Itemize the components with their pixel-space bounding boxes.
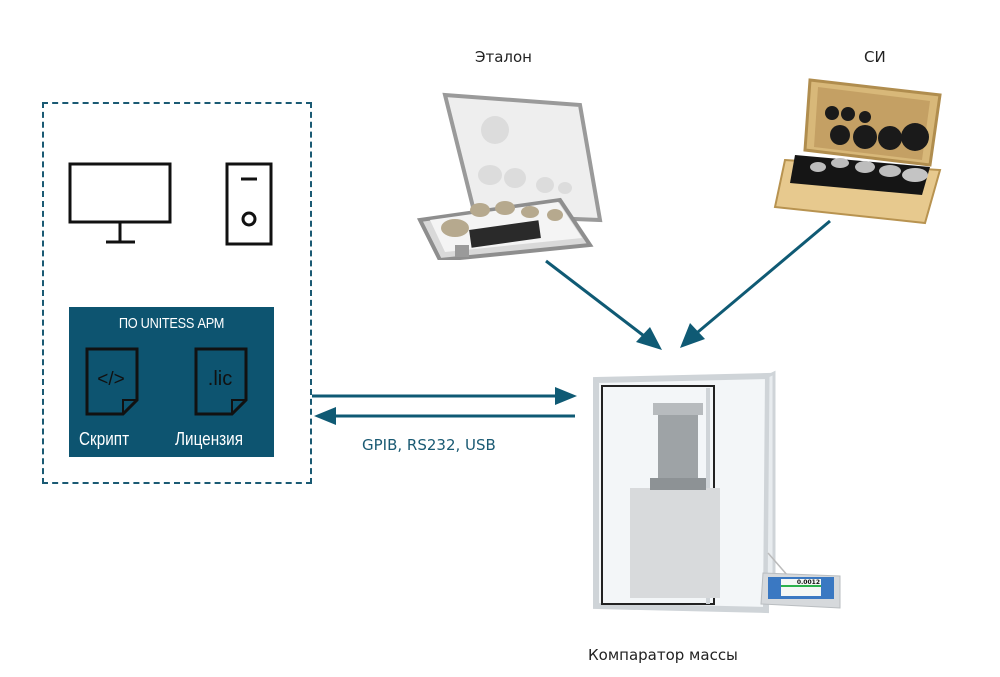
- sample-arrows: [545, 219, 831, 350]
- mass-comparator-image: 0.0012: [593, 370, 841, 614]
- dut-label: СИ: [864, 48, 886, 66]
- workstation-group: [42, 102, 312, 484]
- code-glyph: </>: [97, 369, 124, 390]
- monitor-icon: [68, 162, 172, 244]
- comparator-display-value: 0.0012: [797, 579, 820, 586]
- arrow-dut-to-comparator: [691, 219, 831, 339]
- comparator-label: Компаратор массы: [588, 646, 738, 664]
- software-panel: ПО UNITESS АРМ </> .lic Скрипт Лицензия: [69, 307, 274, 457]
- dut-weights-image: [773, 78, 942, 225]
- license-file-icon: .lic: [194, 347, 248, 416]
- script-label: Скрипт: [79, 429, 130, 449]
- arrowhead-icon: [636, 327, 662, 350]
- license-label: Лицензия: [175, 429, 243, 449]
- connection-label: GPIB, RS232, USB: [362, 436, 496, 454]
- reference-weights-image: [416, 92, 603, 260]
- code-file-icon: </>: [85, 347, 139, 416]
- reference-label: Эталон: [475, 48, 532, 66]
- arrowhead-left-icon: [314, 407, 336, 425]
- arrowhead-icon: [680, 323, 705, 348]
- connection-arrows: [312, 387, 577, 425]
- pc-tower-icon: [225, 162, 273, 246]
- license-glyph: .lic: [208, 368, 232, 390]
- software-title: ПО UNITESS АРМ: [118, 315, 225, 332]
- arrow-reference-to-comparator: [545, 259, 649, 341]
- arrowhead-right-icon: [555, 387, 577, 405]
